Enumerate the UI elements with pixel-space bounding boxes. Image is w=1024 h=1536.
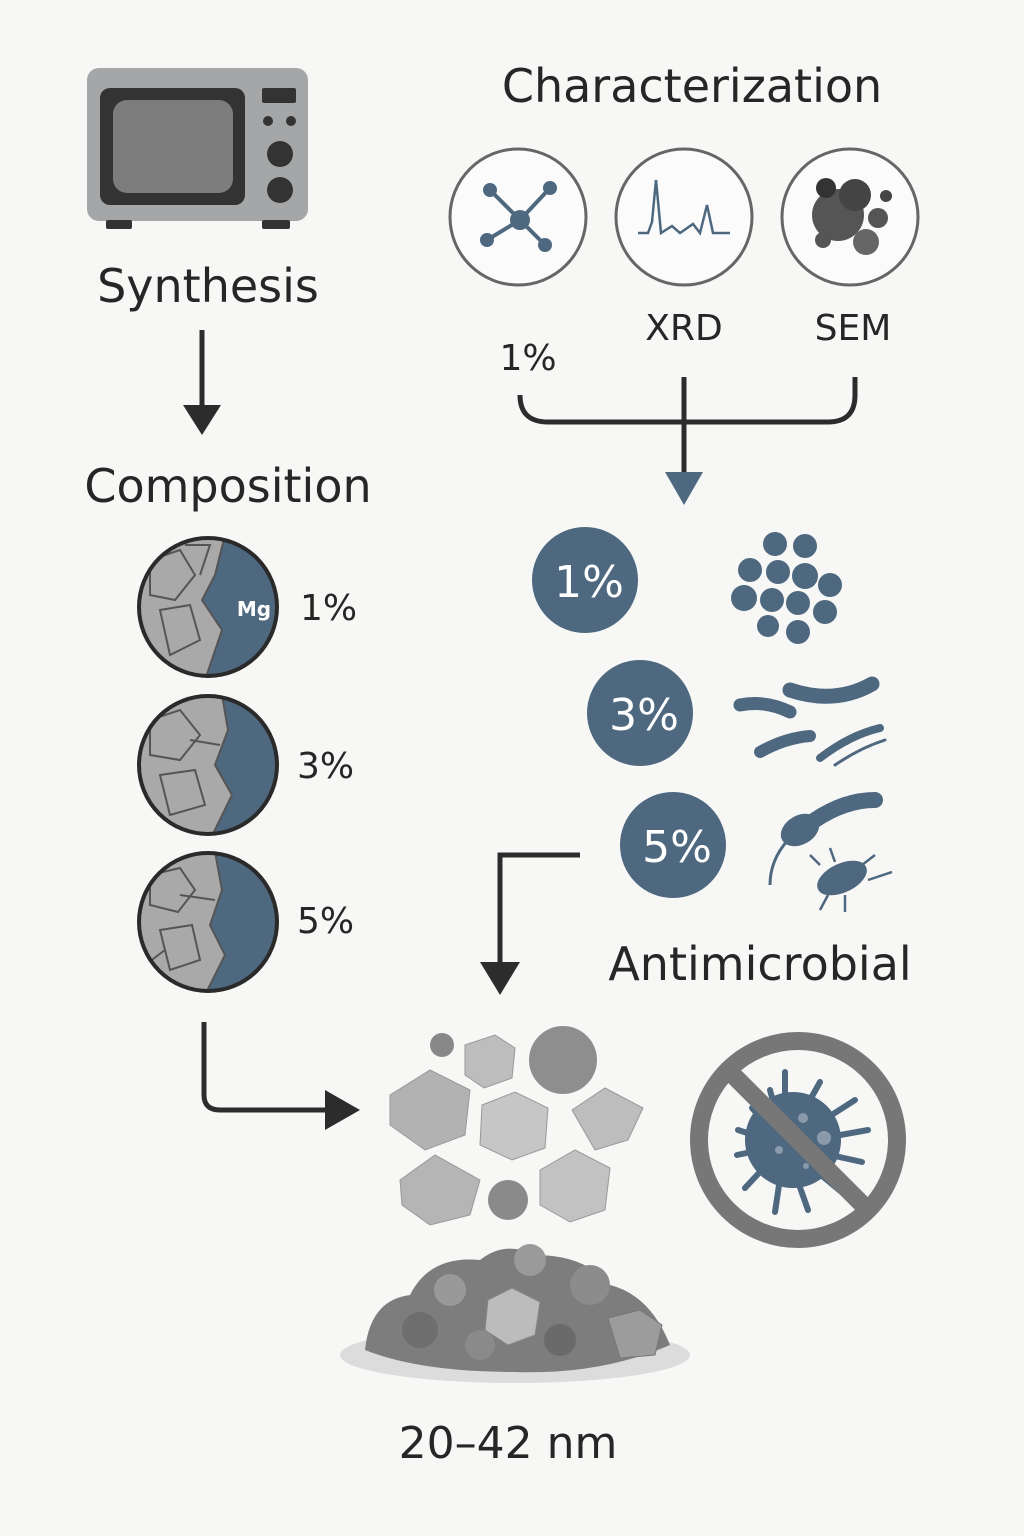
merge-arrow bbox=[517, 377, 858, 505]
bacilli-icon bbox=[733, 676, 887, 767]
composition-level-5: 5% bbox=[297, 901, 354, 942]
xrd-graph-icon bbox=[614, 147, 754, 287]
composition-title: Composition bbox=[84, 459, 371, 513]
composition-level-1: 1% bbox=[300, 588, 357, 629]
synthesis-title: Synthesis bbox=[97, 259, 319, 313]
antimicrobial-level-1-label: 1% bbox=[554, 557, 624, 608]
characterization-title: Characterization bbox=[502, 59, 882, 113]
arrow-composition-to-nanoparticles bbox=[201, 1022, 360, 1130]
composition-circle-1 bbox=[137, 536, 279, 678]
characterization-method-xrd: XRD bbox=[645, 308, 722, 349]
antimicrobial-level-5-label: 5% bbox=[642, 822, 712, 873]
flagellated-bacteria-icon bbox=[768, 792, 893, 912]
antimicrobial-level-3-label: 3% bbox=[609, 690, 679, 741]
arrow-to-nanoparticles bbox=[480, 852, 580, 995]
composition-circle-2 bbox=[137, 694, 279, 836]
antimicrobial-level-3: 3% bbox=[587, 660, 693, 766]
size-range-label: 20–42 nm bbox=[399, 1418, 618, 1469]
antimicrobial-level-5: 5% bbox=[620, 792, 726, 898]
nanoparticles-illustration bbox=[389, 1026, 644, 1226]
composition-level-3: 3% bbox=[297, 746, 354, 787]
molecule-icon bbox=[448, 147, 588, 287]
no-microbe-icon bbox=[690, 1032, 906, 1248]
sem-particles-icon bbox=[780, 147, 920, 287]
arrow-synthesis-to-composition bbox=[183, 330, 221, 435]
composition-circle-3 bbox=[137, 851, 279, 993]
antimicrobial-level-1: 1% bbox=[532, 527, 638, 633]
nanoparticle-pile bbox=[340, 1244, 690, 1383]
antimicrobial-title: Antimicrobial bbox=[608, 937, 911, 991]
characterization-method-sem: SEM bbox=[815, 308, 892, 349]
microwave-icon bbox=[87, 68, 308, 229]
mg-label: Mg bbox=[237, 597, 271, 621]
characterization-method-1: 1% bbox=[499, 338, 556, 379]
cocci-cluster-icon bbox=[731, 532, 842, 644]
